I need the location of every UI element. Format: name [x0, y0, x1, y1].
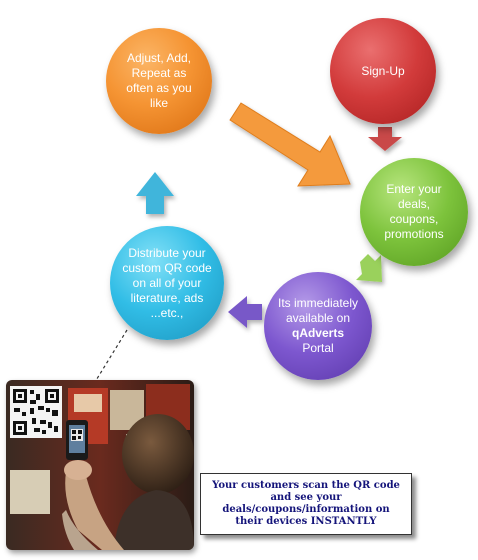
step-portal-suffix: Portal [302, 341, 334, 355]
arrow-adjust-to-deals [229, 102, 351, 187]
step-distribute-label: Distribute your custom QR code on all of… [122, 245, 212, 320]
wall-qr-code [10, 386, 62, 438]
qr-scan-illustration [6, 380, 194, 550]
step-adjust-label: Adjust, Add, Repeat as often as you like [126, 51, 192, 110]
phone-icon [66, 420, 88, 460]
step-portal-prefix: Its immediately available on [277, 296, 359, 325]
dashed-connector [94, 329, 128, 383]
arrow-signup-to-deals [368, 127, 402, 151]
arrow-portal-to-distribute [228, 296, 262, 328]
step-distribute-bubble: Distribute your custom QR code on all of… [110, 226, 224, 340]
step-portal-bubble: Its immediately available on qAdverts Po… [264, 272, 372, 380]
step-portal-label: Its immediately available on qAdverts Po… [277, 296, 359, 356]
portal-brand-name: qAdverts [291, 326, 344, 340]
callout-text: Your customers scan the QR code and see … [212, 480, 400, 527]
step-adjust-bubble: Adjust, Add, Repeat as often as you like [106, 28, 212, 134]
arrow-distribute-to-adjust [136, 172, 174, 214]
step-deals-bubble: Enter your deals, coupons, promotions [360, 158, 468, 266]
customer-scan-callout: Your customers scan the QR code and see … [200, 473, 412, 535]
step-signup-bubble: Sign-Up [330, 18, 436, 124]
step-signup-label: Sign-Up [361, 63, 405, 78]
qr-scan-photo [6, 380, 194, 550]
step-deals-label: Enter your deals, coupons, promotions [384, 182, 444, 241]
arrow-deals-to-portal [356, 254, 382, 282]
